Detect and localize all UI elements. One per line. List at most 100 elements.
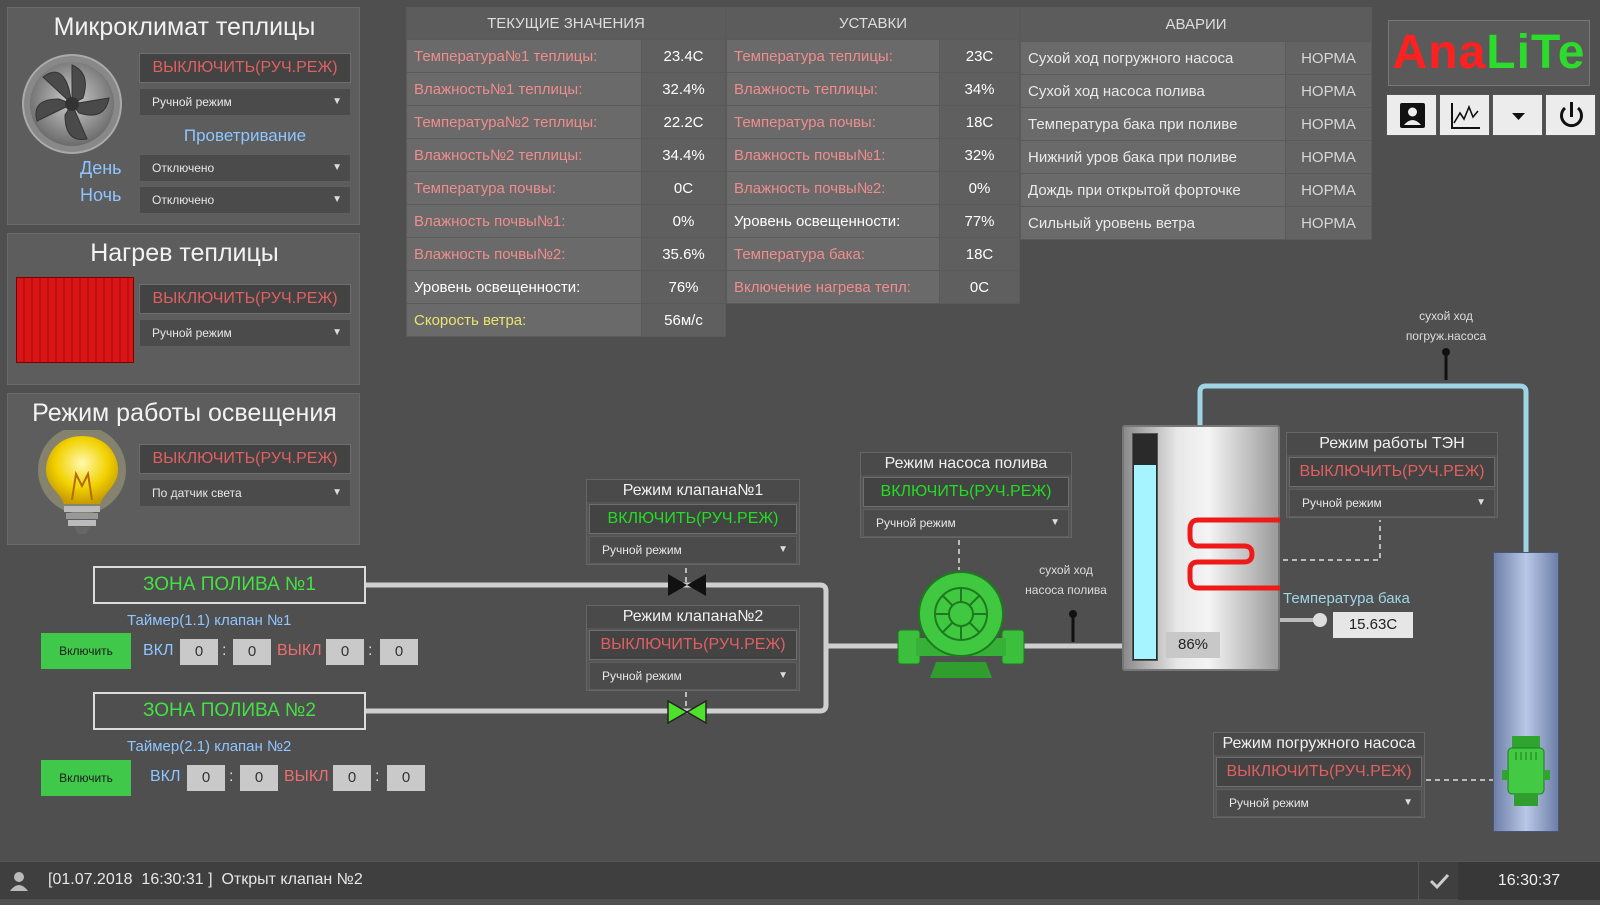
zone-1-timer-label: Таймер(1.1) клапан №1 <box>127 612 292 629</box>
power-button[interactable] <box>1545 94 1596 136</box>
heater-control: Режим работы ТЭН ВЫКЛЮЧИТЬ(РУЧ.РЕЖ) Ручн… <box>1286 432 1498 518</box>
heater-toggle-button[interactable]: ВЫКЛЮЧИТЬ(РУЧ.РЕЖ) <box>1289 457 1495 487</box>
table-row: Влажность№1 теплицы:32.4% <box>406 72 726 106</box>
microclimate-panel: Микроклимат теплицы ВЫКЛЮЧИТЬ(РУЧ.РЕЖ) Р… <box>7 7 360 225</box>
current-label: Скорость ветра: <box>406 303 642 337</box>
pump-dry-run-label: сухой ход насоса полива <box>1025 563 1107 597</box>
chevron-down-icon: ▼ <box>1476 497 1486 508</box>
microclimate-toggle-button[interactable]: ВЫКЛЮЧИТЬ(РУЧ.РЕЖ) <box>139 53 351 83</box>
submersible-pump-icon[interactable] <box>1500 734 1552 810</box>
zone-2-on-hours[interactable]: 0 <box>187 765 225 791</box>
heating-toggle-button[interactable]: ВЫКЛЮЧИТЬ(РУЧ.РЕЖ) <box>139 284 351 314</box>
irrigation-pump-icon[interactable] <box>896 570 1026 682</box>
setpoint-label: Уровень освещенности: <box>726 204 940 238</box>
valve-1-mode-value: Ручной режим <box>602 543 682 557</box>
valve-1-mode-select[interactable]: Ручной режим▼ <box>589 536 797 564</box>
setpoint-label: Влажность почвы№2: <box>726 171 940 205</box>
zone-2-label[interactable]: ЗОНА ПОЛИВА №2 <box>93 692 366 730</box>
alarm-status: НОРМА <box>1285 74 1372 108</box>
current-value: 56м/с <box>641 303 726 337</box>
heater-title: Режим работы ТЭН <box>1287 433 1497 455</box>
setpoints-table: УСТАВКИ Температура теплицы:23C Влажност… <box>726 7 1020 304</box>
zone-2-off-hours[interactable]: 0 <box>333 765 371 791</box>
current-value: 22.2C <box>641 105 726 139</box>
user-icon[interactable] <box>8 870 30 892</box>
zone-1-off-minutes[interactable]: 0 <box>380 639 418 665</box>
setpoint-value[interactable]: 34% <box>939 72 1020 106</box>
heating-mode-select[interactable]: Ручной режим▼ <box>139 319 351 347</box>
setpoint-value[interactable]: 23C <box>939 39 1020 73</box>
user-profile-button[interactable] <box>1386 94 1437 136</box>
day-label: День <box>80 158 122 178</box>
logo: AnaLiTe <box>1388 20 1590 86</box>
clock: 16:30:37 <box>1458 862 1600 900</box>
zone-2-on-label: ВКЛ <box>150 768 181 785</box>
heater-mode-select[interactable]: Ручной режим▼ <box>1289 489 1495 517</box>
submersible-mode-select[interactable]: Ручной режим▼ <box>1216 789 1422 817</box>
lighting-toggle-button[interactable]: ВЫКЛЮЧИТЬ(РУЧ.РЕЖ) <box>139 444 351 474</box>
night-label: Ночь <box>80 185 122 205</box>
user-card-icon <box>1400 103 1425 128</box>
zone-1-label[interactable]: ЗОНА ПОЛИВА №1 <box>93 566 366 604</box>
current-value: 76% <box>641 270 726 304</box>
logo-text-red: Ana <box>1392 26 1487 79</box>
table-row: Влажность№2 теплицы:34.4% <box>406 138 726 172</box>
ventilation-day-value: Отключено <box>152 161 215 175</box>
pump-mode-select[interactable]: Ручной режим▼ <box>863 509 1069 537</box>
valve-2-toggle-button[interactable]: ВЫКЛЮЧИТЬ(РУЧ.РЕЖ) <box>589 630 797 660</box>
valve-2-open-icon[interactable] <box>666 699 708 725</box>
table-row: Скорость ветра:56м/с <box>406 303 726 337</box>
setpoint-value[interactable]: 18C <box>939 237 1020 271</box>
table-row: Уровень освещенности:76% <box>406 270 726 304</box>
alarm-label: Сухой ход насоса полива <box>1020 74 1286 108</box>
pump-mode-value: Ручной режим <box>876 516 956 530</box>
setpoint-value[interactable]: 32% <box>939 138 1020 172</box>
ventilation-night-select[interactable]: Отключено▼ <box>139 186 351 214</box>
setpoint-value[interactable]: 0C <box>939 270 1020 304</box>
zone-2-enable-button[interactable]: Включить <box>41 760 131 796</box>
checkmark-icon <box>1429 873 1450 890</box>
zone-1-on-minutes[interactable]: 0 <box>233 639 271 665</box>
zone-1-enable-button[interactable]: Включить <box>41 633 131 669</box>
alarm-label: Сухой ход погружного насоса <box>1020 41 1286 75</box>
setpoint-value[interactable]: 18C <box>939 105 1020 139</box>
lighting-mode-select[interactable]: По датчик света▼ <box>139 479 351 507</box>
zone-2-on-minutes[interactable]: 0 <box>240 765 278 791</box>
valve-2-control: Режим клапана№2 ВЫКЛЮЧИТЬ(РУЧ.РЕЖ) Ручно… <box>586 605 800 691</box>
ventilation-day-select[interactable]: Отключено▼ <box>139 154 351 182</box>
acknowledge-button[interactable] <box>1418 862 1458 900</box>
valve-1-control: Режим клапана№1 ВКЛЮЧИТЬ(РУЧ.РЕЖ) Ручной… <box>586 479 800 565</box>
table-row: Температура теплицы:23C <box>726 39 1020 73</box>
setpoint-label: Температура почвы: <box>726 105 940 139</box>
table-row: Влажность почвы№1:32% <box>726 138 1020 172</box>
submersible-toggle-button[interactable]: ВЫКЛЮЧИТЬ(РУЧ.РЕЖ) <box>1216 757 1422 787</box>
menu-dropdown-button[interactable] <box>1492 94 1543 136</box>
valve-1-closed-icon[interactable] <box>666 572 708 598</box>
trends-button[interactable] <box>1439 94 1490 136</box>
valve-2-mode-select[interactable]: Ручной режим▼ <box>589 662 797 690</box>
current-label: Температура№2 теплицы: <box>406 105 642 139</box>
zone-1-on-hours[interactable]: 0 <box>180 639 218 665</box>
tank-dry-run-label: сухой ход погруж.насоса <box>1405 309 1487 343</box>
zone-2-off-minutes[interactable]: 0 <box>387 765 425 791</box>
current-label: Влажность№2 теплицы: <box>406 138 642 172</box>
pump-control: Режим насоса полива ВКЛЮЧИТЬ(РУЧ.РЕЖ) Ру… <box>860 452 1072 538</box>
chart-icon <box>1451 103 1480 129</box>
microclimate-mode-select[interactable]: Ручной режим▼ <box>139 88 351 116</box>
submersible-title: Режим погружного насоса <box>1214 733 1424 755</box>
time-separator: : <box>229 768 234 785</box>
zone-2-off-label: ВЫКЛ <box>284 768 329 785</box>
zone-1-off-hours[interactable]: 0 <box>326 639 364 665</box>
table-row: Влажность почвы№1:0% <box>406 204 726 238</box>
valve-1-toggle-button[interactable]: ВКЛЮЧИТЬ(РУЧ.РЕЖ) <box>589 504 797 534</box>
zone-2-timer-label: Таймер(2.1) клапан №2 <box>127 738 292 755</box>
pump-toggle-button[interactable]: ВКЛЮЧИТЬ(РУЧ.РЕЖ) <box>863 477 1069 507</box>
setpoint-value[interactable]: 0% <box>939 171 1020 205</box>
zone-1-off-label: ВЫКЛ <box>277 642 322 659</box>
tank-temp-value: 15.63C <box>1333 612 1413 638</box>
time-separator: : <box>222 642 227 659</box>
table-row: Температура почвы:0C <box>406 171 726 205</box>
alarm-status: НОРМА <box>1285 206 1372 240</box>
